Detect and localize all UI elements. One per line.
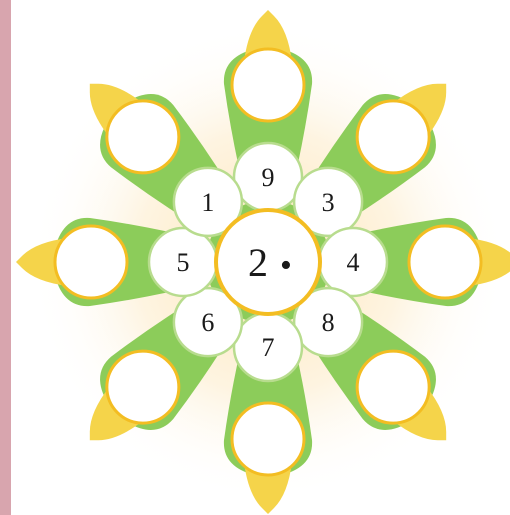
inner-circle-label-bottom-right: 8 [322, 308, 335, 337]
inner-circle-label-left: 5 [177, 248, 190, 277]
outer-circle-top-left[interactable] [105, 99, 181, 175]
outer-circle-top[interactable] [230, 47, 306, 123]
inner-circle-top-right [292, 166, 364, 238]
outer-circle-bottom-left[interactable] [105, 349, 181, 425]
outer-circle-top-right[interactable] [355, 99, 431, 175]
outer-circle-bottom[interactable] [230, 401, 306, 477]
inner-circle-label-bottom-left: 6 [201, 308, 214, 337]
outer-circle-bottom-right[interactable] [355, 349, 431, 425]
outer-circle-right[interactable] [407, 224, 483, 300]
left-accent-bar [0, 0, 11, 515]
inner-circle-label-top-right: 3 [322, 188, 335, 217]
inner-circle-top-left [172, 166, 244, 238]
outer-circle-left[interactable] [53, 224, 129, 300]
center-number: 2 [248, 240, 268, 285]
center-operator-dot: • [280, 247, 292, 284]
center-circle [214, 208, 322, 316]
circles: 9 3 4 8 7 6 5 1 2 • [53, 47, 483, 477]
inner-circle-bottom-left [172, 286, 244, 358]
inner-circle-bottom-right [292, 286, 364, 358]
inner-circle-label-right: 4 [347, 248, 360, 277]
inner-circle-label-top-left: 1 [201, 188, 214, 217]
inner-circle-label-bottom: 7 [262, 333, 275, 362]
inner-circle-label-top: 9 [262, 163, 275, 192]
